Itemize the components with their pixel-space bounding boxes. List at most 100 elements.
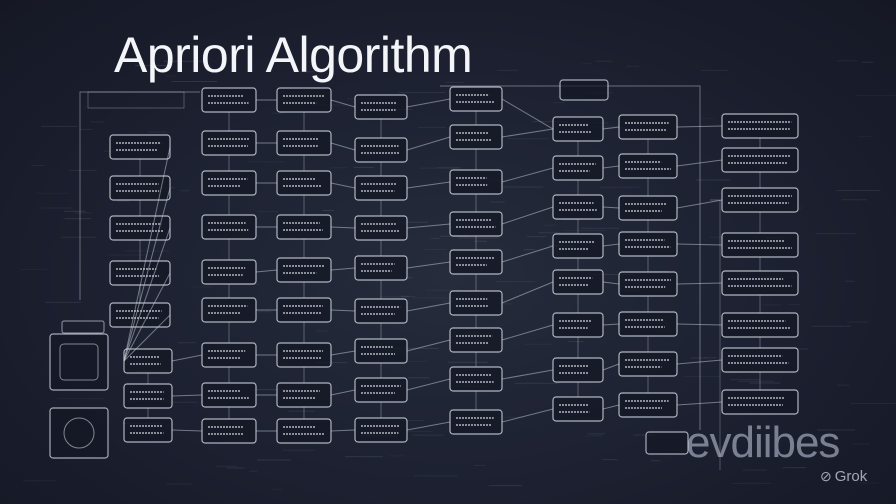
connector-line xyxy=(406,136,451,151)
flowchart-node xyxy=(552,155,604,181)
flowchart-node xyxy=(552,396,604,422)
connector-line xyxy=(123,187,171,362)
connector-line xyxy=(676,359,723,365)
connector-line xyxy=(501,98,554,130)
connector-line xyxy=(501,128,554,138)
page-title: Apriori Algorithm xyxy=(114,27,473,83)
flowchart-node xyxy=(552,312,604,338)
flowchart-node xyxy=(201,214,257,240)
flowchart-node xyxy=(721,312,799,338)
connector-line xyxy=(406,223,451,229)
connector-line xyxy=(676,282,723,285)
flowchart-node xyxy=(618,153,678,179)
flowchart-node xyxy=(109,260,171,286)
flowchart-node xyxy=(721,232,799,258)
flowchart-node xyxy=(552,269,604,295)
flowchart-node xyxy=(354,417,408,443)
connector-line xyxy=(501,245,554,263)
flowchart-node xyxy=(354,255,408,281)
flowchart-node xyxy=(276,214,332,240)
flowchart-node xyxy=(552,194,604,220)
connector-line xyxy=(602,243,620,247)
connector-line xyxy=(330,99,356,108)
flowchart-node xyxy=(618,195,678,221)
flowchart-node xyxy=(618,392,678,418)
flowchart-node xyxy=(721,270,799,296)
flowchart-node xyxy=(618,311,678,337)
connector-line xyxy=(501,281,554,304)
connector-line xyxy=(123,272,171,362)
connector-line xyxy=(330,389,356,396)
connector-line xyxy=(406,98,451,108)
connector-line xyxy=(406,181,451,189)
connector-line xyxy=(676,199,723,209)
flowchart-node xyxy=(618,114,678,140)
flowchart-node xyxy=(552,233,604,259)
connector-line xyxy=(676,401,723,406)
side-panel-icon xyxy=(63,417,95,449)
connector-line xyxy=(406,302,451,312)
connector-line xyxy=(123,314,171,362)
connector-line xyxy=(676,159,723,167)
connector-line xyxy=(171,429,203,432)
connector-line xyxy=(501,408,554,423)
flowchart-node xyxy=(354,377,408,403)
connector-line xyxy=(602,404,620,410)
flowchart-node xyxy=(559,79,609,101)
grok-badge: ⊘Grok xyxy=(820,468,867,485)
connector-line xyxy=(406,421,451,431)
flowchart-node xyxy=(276,297,332,323)
flowchart-node xyxy=(201,130,257,156)
connector-line xyxy=(330,267,356,271)
flowchart-node xyxy=(721,187,799,213)
flowchart-node xyxy=(201,382,257,408)
flowchart-node xyxy=(721,389,799,415)
connector-line xyxy=(171,354,203,362)
side-panel-icon xyxy=(59,343,99,381)
flowchart-node xyxy=(618,231,678,257)
flowchart-node xyxy=(123,383,173,409)
connector-line xyxy=(501,324,554,341)
watermark: evdiibes xyxy=(686,418,840,467)
connector-line xyxy=(676,125,723,128)
connector-line xyxy=(602,126,620,130)
flowchart-node xyxy=(123,417,173,443)
connector-line xyxy=(602,206,620,209)
connector-line xyxy=(330,142,356,151)
connector-line xyxy=(676,243,723,246)
flowchart-node xyxy=(201,297,257,323)
grok-label: Grok xyxy=(834,468,868,485)
flowchart-node xyxy=(449,290,503,316)
flowchart-node xyxy=(449,366,503,392)
flowchart-node xyxy=(276,382,332,408)
grok-logo-icon: ⊘ xyxy=(820,468,832,484)
connector-line xyxy=(255,269,278,273)
flowchart-node xyxy=(276,130,332,156)
flowchart-node xyxy=(449,169,503,195)
flowchart-node xyxy=(123,348,173,374)
connector-line xyxy=(501,167,554,183)
flowchart-node xyxy=(354,298,408,324)
connector-line xyxy=(330,309,356,312)
connector-line xyxy=(676,323,723,326)
flowchart-node xyxy=(721,113,799,139)
flowchart-node xyxy=(449,249,503,275)
flowchart-node xyxy=(449,211,503,237)
connector-line xyxy=(602,363,620,371)
flowchart-node xyxy=(645,431,689,455)
side-panel xyxy=(49,333,109,391)
flowchart-node xyxy=(354,175,408,201)
side-panel xyxy=(49,407,109,459)
connector-line xyxy=(406,378,451,391)
panel-tab xyxy=(61,320,105,334)
flowchart-node xyxy=(449,86,503,112)
flowchart-node xyxy=(354,215,408,241)
connector-line xyxy=(330,350,356,356)
flowchart-node xyxy=(552,116,604,142)
connector-line xyxy=(330,226,356,229)
flowchart-node xyxy=(354,338,408,364)
flowchart-node xyxy=(109,215,171,241)
flowchart-node xyxy=(276,170,332,196)
connector-line xyxy=(171,394,203,397)
